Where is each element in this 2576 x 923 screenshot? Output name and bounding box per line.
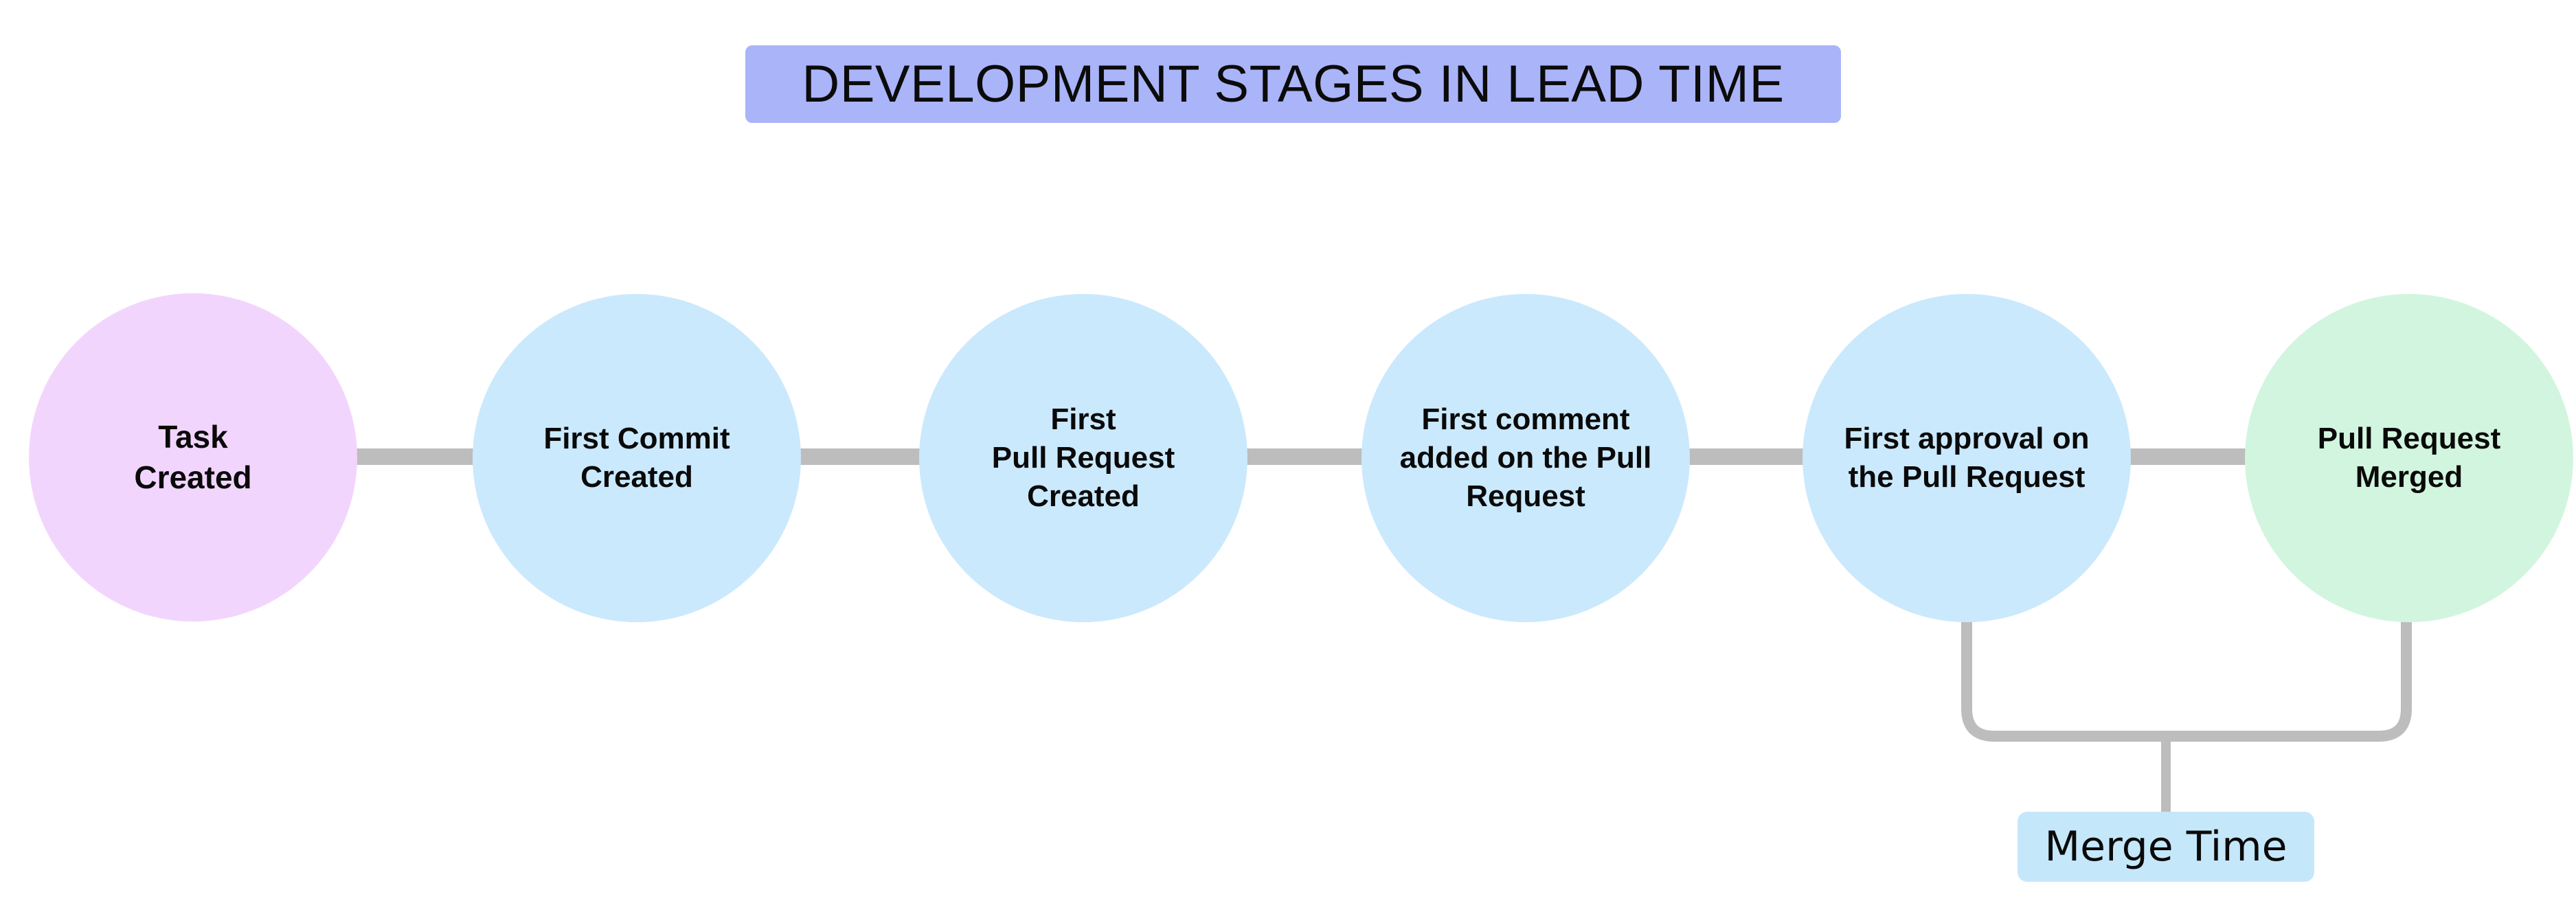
page-title: DEVELOPMENT STAGES IN LEAD TIME xyxy=(802,54,1785,113)
connector-pr-to-comment xyxy=(1241,448,1371,465)
merge-time-label-chip[interactable]: Merge Time xyxy=(2018,812,2314,882)
stage-label: First approval on the Pull Request xyxy=(1844,421,2090,494)
stage-label: First Pull Request Created xyxy=(991,402,1175,514)
merge-time-label: Merge Time xyxy=(2044,823,2287,871)
stage-first-approval-on-pull-request[interactable]: First approval on the Pull Request xyxy=(1803,294,2131,622)
connector-commit-to-pr xyxy=(797,448,931,465)
stage-label: First Commit Created xyxy=(543,421,730,494)
stage-first-commit-created[interactable]: First Commit Created xyxy=(473,294,801,622)
stage-pull-request-merged[interactable]: Pull Request Merged xyxy=(2245,294,2573,622)
diagram-title-banner: DEVELOPMENT STAGES IN LEAD TIME xyxy=(745,45,1841,123)
stage-task-created[interactable]: Task Created xyxy=(29,293,357,622)
connector-approval-to-merged xyxy=(2125,448,2256,465)
stage-label: First comment added on the Pull Request xyxy=(1399,402,1652,514)
bracket-curve xyxy=(1961,606,2412,742)
connector-task-to-commit xyxy=(356,448,490,465)
stage-first-comment-on-pull-request[interactable]: First comment added on the Pull Request xyxy=(1362,294,1690,622)
stage-first-pull-request-created[interactable]: First Pull Request Created xyxy=(919,294,1247,622)
connector-comment-to-approval xyxy=(1683,448,1814,465)
stage-label: Pull Request Merged xyxy=(2317,421,2501,494)
stage-label: Task Created xyxy=(134,419,252,495)
